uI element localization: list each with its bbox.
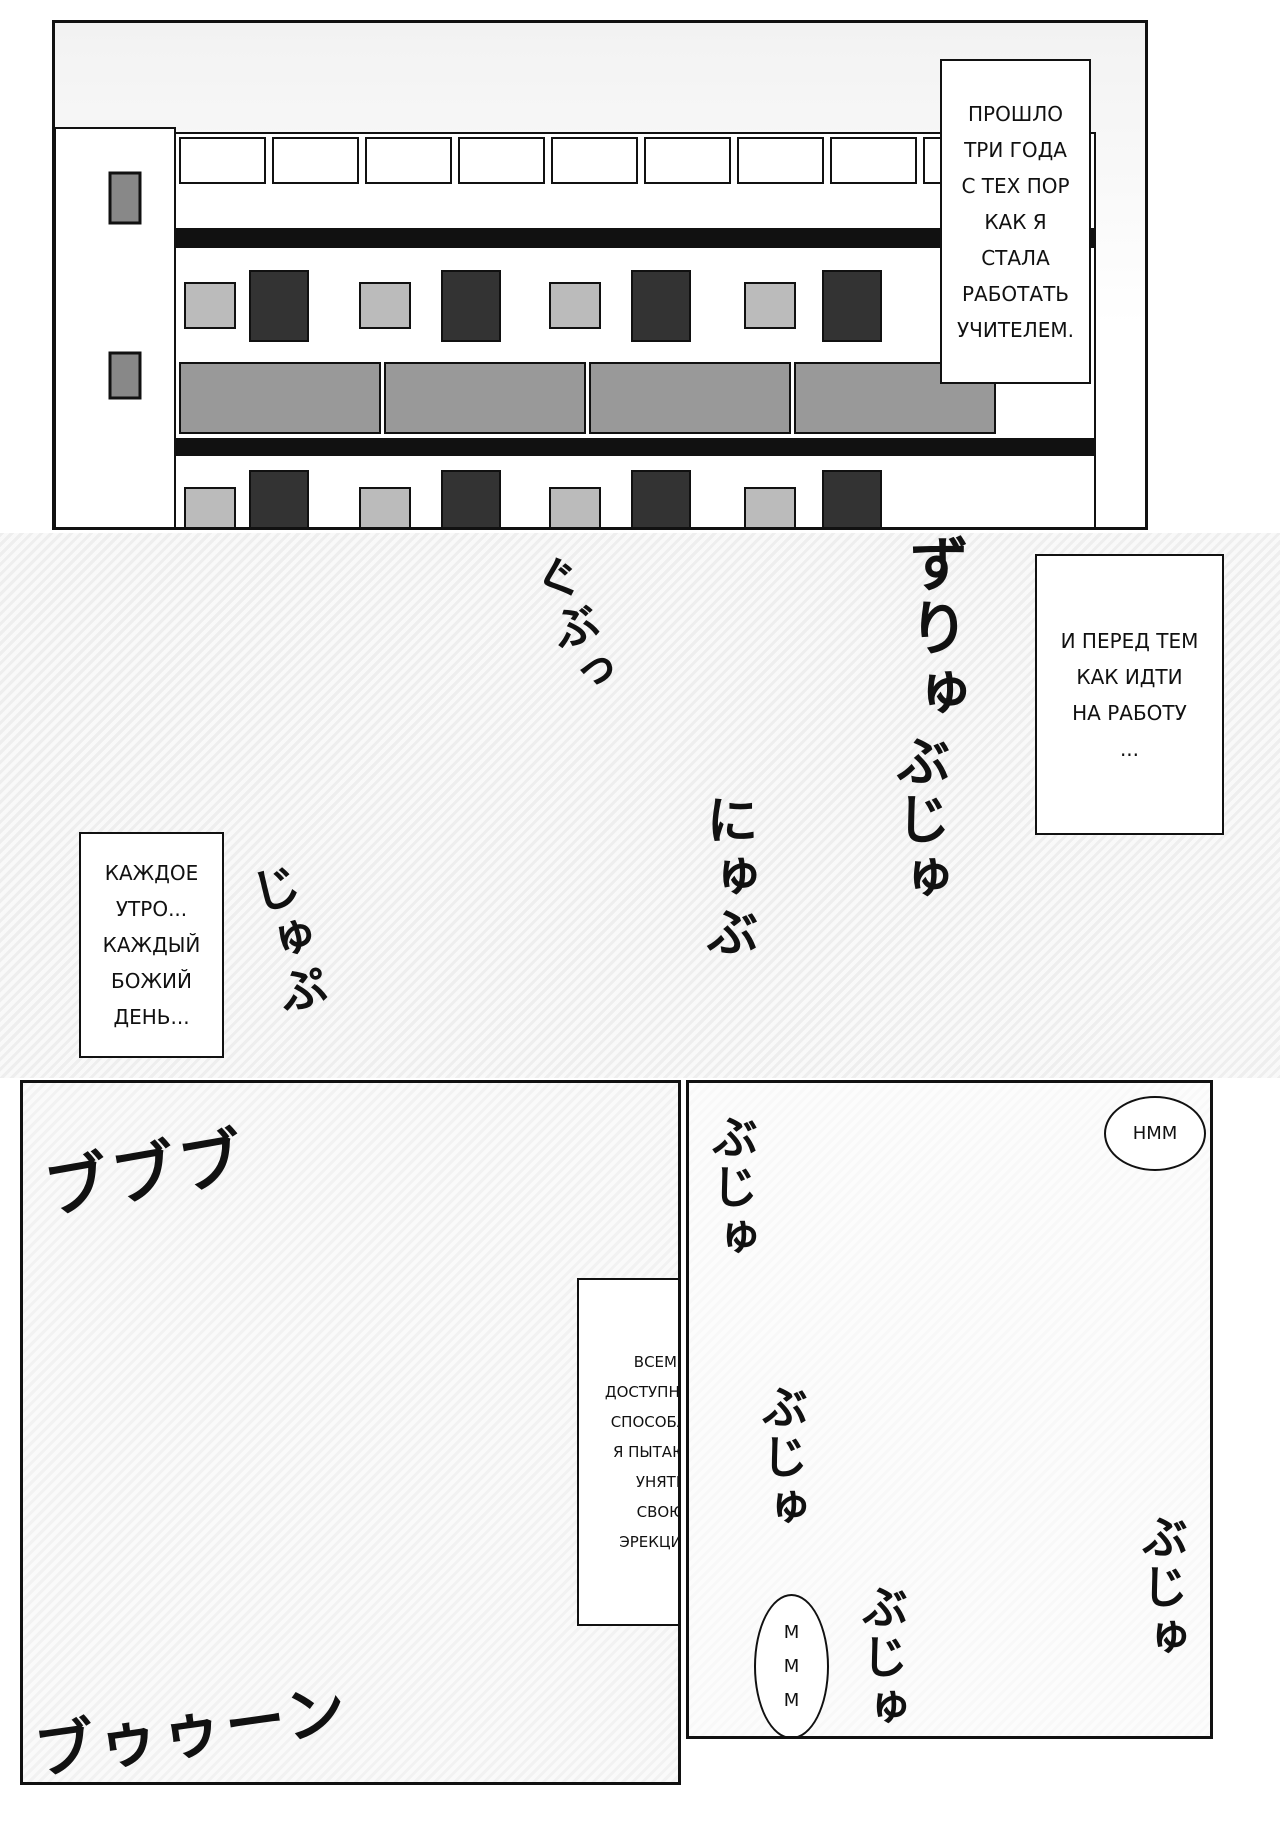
caption-every-way: ВСЕМИ ДОСТУПНЫМИ СПОСОБАМИ Я ПЫТАЮСЬ УНЯ… (577, 1278, 678, 1626)
speech-bubble-hmm: НММ (1104, 1096, 1206, 1171)
panel-background-tone (23, 1083, 678, 1782)
panel-morning: ぐぶっ ずりゅ ぶじゅ にゅぶ じゅぷ И ПЕРЕД ТЕМ КАК ИДТИ… (0, 533, 1280, 1078)
speech-bubble-mmm: М М М (754, 1594, 829, 1736)
panel-bottom-left: ブブブ ブゥゥーン ВСЕМИ ДОСТУПНЫМИ СПОСОБАМИ Я П… (20, 1080, 681, 1785)
sfx-buju-3: ぶじゅ (855, 1583, 909, 1733)
caption-before-work: И ПЕРЕД ТЕМ КАК ИДТИ НА РАБОТУ ... (1035, 554, 1224, 835)
panel-school-building: ПРОШЛО ТРИ ГОДА С ТЕХ ПОР КАК Я СТАЛА РА… (52, 20, 1148, 530)
sfx-buju: ぶじゅ (887, 733, 951, 907)
sfx-zuryu: ずりゅ (898, 533, 968, 725)
caption-every-morning: КАЖДОЕ УТРО... КАЖДЫЙ БОЖИЙ ДЕНЬ... (79, 832, 224, 1058)
panel-bottom-right: ぶじゅ ぶじゅ ぶじゅ ぶじゅ НММ М М М (686, 1080, 1213, 1739)
sfx-buju-1: ぶじゅ (705, 1113, 759, 1263)
sfx-buju-2: ぶじゅ (755, 1383, 809, 1533)
caption-three-years: ПРОШЛО ТРИ ГОДА С ТЕХ ПОР КАК Я СТАЛА РА… (940, 59, 1091, 384)
sfx-nyubu: にゅぶ (697, 793, 758, 961)
sfx-buju-4: ぶじゅ (1135, 1513, 1189, 1663)
